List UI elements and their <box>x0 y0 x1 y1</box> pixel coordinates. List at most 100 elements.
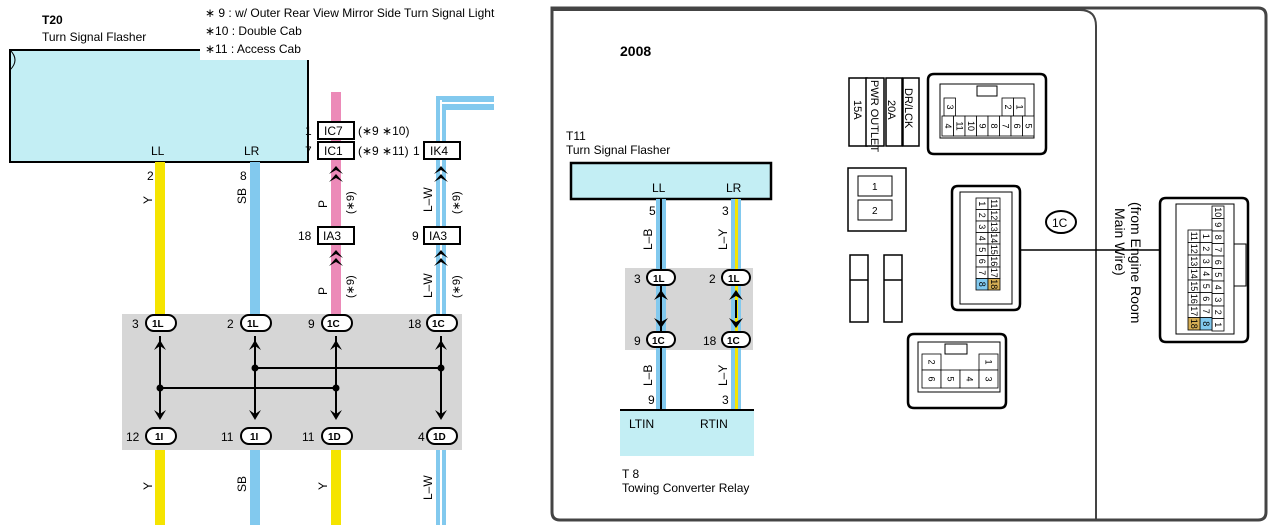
conn-1c-r2-2-label: 13 <box>989 222 999 232</box>
ik4-label: IK4 <box>430 144 448 158</box>
conn-end-c2-7-label: 8 <box>1201 321 1211 326</box>
conn-top-r1-4-label: 1 <box>1014 104 1024 109</box>
conn-end-c2-3-label: 4 <box>1201 271 1211 276</box>
jt-pin-2: 2 <box>227 317 234 331</box>
relay-pin-rtin: RTIN <box>700 417 728 431</box>
jb-pin-2: 11 <box>221 430 234 444</box>
ic7-label: IC7 <box>324 124 343 138</box>
conn-bot-r2-2-label: 4 <box>965 376 975 381</box>
conn-1c-r1-6-label: 7 <box>977 270 987 275</box>
rjt-pin-2: 2 <box>709 272 716 286</box>
w4-color-top: L–W <box>421 187 435 212</box>
fuse-drlck: DR/LCK <box>902 88 914 129</box>
rjb-pin-2: 18 <box>703 334 717 348</box>
junction-top-pins: 1L 1L 1C 1C 3 2 9 18 <box>132 314 458 332</box>
chevrons <box>154 166 448 420</box>
wire-y2-bottom <box>331 450 341 525</box>
fuse-slots <box>848 77 920 147</box>
conn-1c-r2-1-label: 12 <box>989 210 999 220</box>
rw2-pin-top: 3 <box>722 204 729 218</box>
conn-end-c1-8-label: 2 <box>1213 310 1223 315</box>
rw1-color-bottom: L–B <box>641 365 655 386</box>
conn-end-c1-0-label: 10 <box>1213 207 1223 217</box>
conn-end-c3-7-label: 18 <box>1189 319 1199 329</box>
w1-color-bottom: Y <box>141 482 155 490</box>
conn-top-r1-0-label: 3 <box>945 104 955 109</box>
conn-end-c1-9-label: 1 <box>1213 322 1223 327</box>
conn-end-c1-2-label: 8 <box>1213 235 1223 240</box>
conn-end-c3-2-label: 13 <box>1189 256 1199 266</box>
ic7-pin: 1 <box>305 124 312 138</box>
splice-lines <box>159 336 442 414</box>
from-label-2: Main Wire) <box>1112 208 1128 276</box>
relay-t8-body <box>620 410 754 456</box>
conn-bot-r2-3-label: 3 <box>984 376 994 381</box>
jt-pin-1: 3 <box>132 317 139 331</box>
w3-color-bottom: Y <box>316 482 330 490</box>
from-label-1: (from Engine Room <box>1128 202 1144 323</box>
conn-end-c1-6-label: 4 <box>1213 285 1223 290</box>
jt-pin-4: 18 <box>408 317 422 331</box>
callout-1c <box>1045 210 1077 234</box>
w2-color-bottom: SB <box>235 476 249 492</box>
conn-top-r2-7-cell <box>1022 115 1035 137</box>
left-panel: T20 Turn Signal Flasher LL LR ∗ 9 : w/ O… <box>0 0 530 525</box>
rjt-label-2: 1L <box>728 274 740 285</box>
w3-color-mid: P <box>316 287 330 295</box>
fuse-pwr-amp: 15A <box>851 100 863 120</box>
conn-end-c1-1-label: 9 <box>1213 222 1223 227</box>
ia3a-label: IA3 <box>323 229 341 243</box>
conn-top-r2-3-label: 9 <box>977 123 987 128</box>
rjb-label-1: 1C <box>652 336 665 347</box>
w2-color: SB <box>235 188 249 204</box>
conn-1c-r2-6-label: 17 <box>989 268 999 278</box>
ic7-note: (∗9 ∗10) <box>358 124 409 138</box>
note-11: ∗11 : Access Cab <box>205 42 301 56</box>
relay-box-pin-1: 1 <box>872 182 878 193</box>
rjt-pin-1: 3 <box>634 272 641 286</box>
relay-pin-ltin: LTIN <box>629 417 654 431</box>
conn-end-c1-3-label: 7 <box>1213 247 1223 252</box>
w3-color-top: P <box>316 200 330 208</box>
rw1-pin-bottom: 9 <box>648 393 655 407</box>
junction-bottom-pins: 1I 1I 1D 1D 12 11 11 4 <box>126 427 458 445</box>
conn-1c-r1-3-label: 4 <box>977 236 987 241</box>
ia3b-label: IA3 <box>429 229 447 243</box>
w4-color-bottom: L–W <box>421 475 435 500</box>
rjb-pin-1: 9 <box>634 334 641 348</box>
callout-1c-label: 1C <box>1052 216 1068 230</box>
jt-label-2: 1L <box>247 319 259 330</box>
wire-p-top <box>331 92 341 314</box>
year-label: 2008 <box>620 43 651 59</box>
fuse-drlck-amp: 20A <box>885 100 897 120</box>
conn-end-c3-0-label: 11 <box>1189 232 1199 241</box>
rw1-pin-top: 5 <box>649 204 656 218</box>
w4-color-mid: L–W <box>421 273 435 298</box>
conn-end-c3-4-label: 15 <box>1189 281 1199 291</box>
w3-note-top: (∗9) <box>345 191 357 214</box>
ia3b-pin: 9 <box>412 229 419 243</box>
jb-pin-4: 4 <box>418 430 425 444</box>
conn-bot-r2-0-label: 6 <box>927 376 937 381</box>
w2-pin-top: 8 <box>240 169 247 183</box>
conn-1c-r2-7-label: 18 <box>989 279 999 289</box>
flasher-t20-pin-lr: LR <box>244 144 260 158</box>
conn-end-c1-4-label: 6 <box>1213 260 1223 265</box>
conn-1c-r1-2-label: 3 <box>977 224 987 229</box>
jb-pin-1: 12 <box>126 430 140 444</box>
relay-t8-name: Towing Converter Relay <box>622 481 749 495</box>
jt-pin-3: 9 <box>308 317 315 331</box>
ia3a-pin: 18 <box>298 229 312 243</box>
jb-label-2: 1I <box>250 432 259 443</box>
wire-sb-bottom <box>250 450 260 525</box>
relay-t8-id: T 8 <box>622 467 639 481</box>
flasher-t20-pin-ll: LL <box>151 144 165 158</box>
conn-1c-r2-3-label: 14 <box>989 233 999 243</box>
ic1-label: IC1 <box>324 144 343 158</box>
fuse-pwr-outlet: PWR OUTLET <box>868 80 880 152</box>
conn-bot-r2-1-label: 5 <box>946 376 956 381</box>
